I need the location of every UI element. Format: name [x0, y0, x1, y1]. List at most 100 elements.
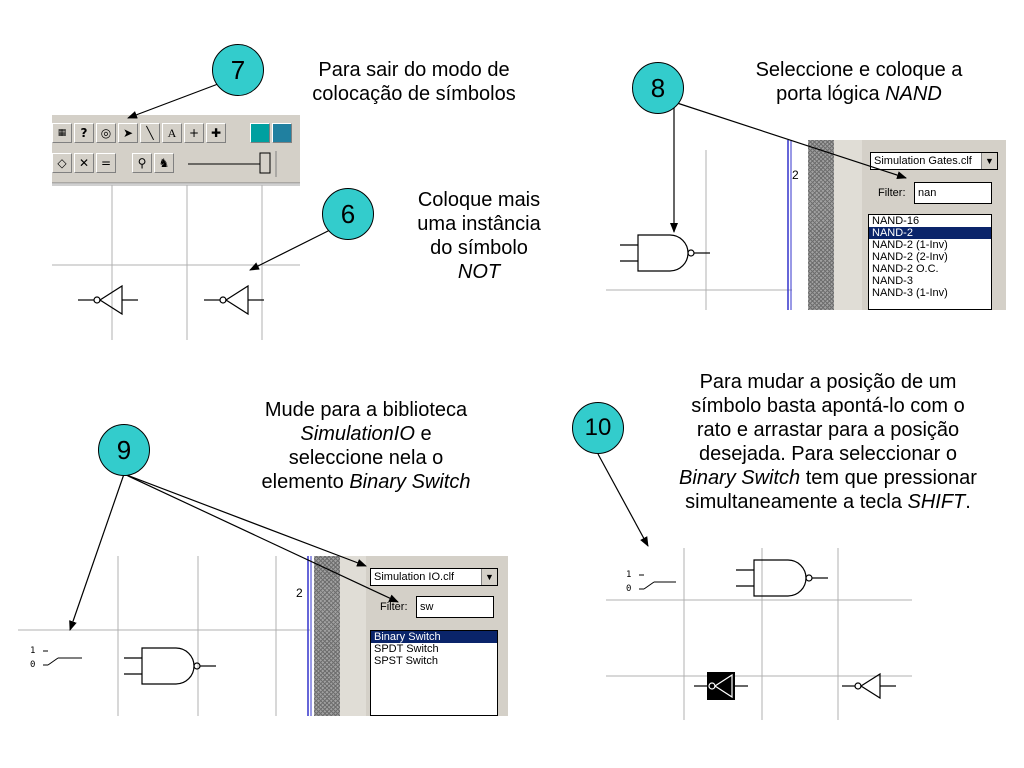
nand-gate	[736, 559, 828, 597]
chevron-down-icon[interactable]: ▼	[981, 153, 997, 169]
not-gate-selected[interactable]	[690, 670, 770, 710]
caption-text: elemento	[261, 471, 350, 493]
pointer-icon[interactable]: ➤	[118, 123, 138, 143]
caption-line: Coloque mais	[417, 189, 541, 211]
caption-line: seleccione nela o	[288, 447, 444, 469]
library-select-value: Simulation Gates.clf	[874, 155, 972, 167]
binary-switch	[639, 574, 676, 590]
sheet-number: 2	[792, 168, 799, 182]
symbol-list[interactable]: Binary Switch SPDT Switch SPST Switch	[370, 630, 498, 716]
caption-text: simultaneamente a tecla	[685, 491, 908, 513]
library-pane	[834, 140, 862, 310]
chevron-down-icon[interactable]: ▼	[481, 569, 497, 585]
step-8-caption: Seleccione e coloque a porta lógica NAND	[726, 58, 992, 106]
caption-emphasis: NAND	[885, 83, 942, 105]
list-item-selected[interactable]: NAND-2	[869, 227, 991, 239]
caption-emphasis: Binary Switch	[349, 471, 471, 493]
library-select[interactable]: Simulation Gates.clf ▼	[870, 152, 998, 170]
nand-gate	[124, 647, 216, 685]
not-gate	[842, 672, 896, 700]
filter-label: Filter:	[380, 601, 408, 613]
help-button[interactable]: ?	[74, 123, 94, 143]
caption-text: e	[414, 423, 432, 445]
list-item[interactable]: SPST Switch	[374, 655, 438, 667]
step-7-caption: Para sair do modo de colocação de símbol…	[296, 58, 532, 106]
step-badge-10: 10	[572, 402, 624, 454]
arrow-10	[597, 453, 649, 547]
caption-emphasis: SimulationIO	[300, 423, 415, 445]
toolbar-grid	[52, 115, 300, 340]
caption-line: Para sair do modo de	[318, 59, 510, 81]
bold-plus-button[interactable]: ✚	[206, 123, 226, 143]
wire-tool-icon[interactable]: ╲	[140, 123, 160, 143]
hatch-strip	[808, 140, 834, 310]
step-6-caption: Coloque mais uma instância do símbolo NO…	[396, 188, 562, 284]
text-tool-button[interactable]: A	[162, 123, 182, 143]
walk-icon[interactable]: ♞	[154, 153, 174, 173]
list-item-selected[interactable]: Binary Switch	[371, 631, 497, 643]
list-item[interactable]: NAND-16	[872, 215, 920, 227]
list-item[interactable]: NAND-3	[872, 275, 913, 287]
list-item[interactable]: NAND-2 O.C.	[872, 263, 939, 275]
list-item[interactable]: SPDT Switch	[374, 643, 439, 655]
step-9-caption: Mude para a biblioteca SimulationIO e se…	[228, 398, 504, 494]
library-select-value: Simulation IO.clf	[374, 571, 455, 583]
nand-gate	[620, 234, 710, 272]
caption-emphasis: SHIFT	[907, 491, 966, 513]
io-library-panel: 2 Simulation IO.clf ▼ Filter: sw Binary …	[18, 556, 508, 716]
caption-line: do símbolo	[430, 237, 528, 259]
caption-line: simultaneamente a tecla SHIFT.	[648, 490, 1008, 514]
caption-line: símbolo basta apontá-lo com o	[691, 395, 965, 417]
caption-line: elemento Binary Switch	[228, 470, 504, 494]
image2-icon[interactable]	[272, 123, 292, 143]
step-badge-6: 6	[322, 188, 374, 240]
list-item[interactable]: NAND-2 (2-Inv)	[872, 251, 948, 263]
nand-library-panel: 2 Simulation Gates.clf ▼ Filter: nan NAN…	[606, 140, 1006, 310]
caption-text: porta lógica	[776, 83, 886, 105]
arrow-7	[127, 83, 219, 119]
filter-label: Filter:	[878, 187, 906, 199]
hatch-strip	[314, 556, 340, 716]
list-item[interactable]: NAND-3 (1-Inv)	[872, 287, 948, 299]
switch-zero-label: 0	[626, 584, 632, 594]
library-select[interactable]: Simulation IO.clf ▼	[370, 568, 498, 586]
caption-line: SimulationIO e	[228, 422, 504, 446]
table-icon[interactable]: ▦	[52, 123, 72, 143]
caption-line: desejada. Para seleccionar o	[699, 443, 957, 465]
circuit-grid	[606, 548, 912, 720]
sheet-number: 2	[296, 586, 303, 600]
switch-one-label: 1	[30, 646, 36, 656]
caption-text: .	[965, 491, 971, 513]
step-badge-9: 9	[98, 424, 150, 476]
caption-line: Binary Switch tem que pressionar	[648, 466, 1008, 490]
filter-input[interactable]: nan	[914, 182, 992, 204]
toolbar-panel: ▦ ? ◎ ➤ ╲ A + ✚ ◇ ✕ = ⚲ ♞	[52, 115, 300, 340]
binary-switch	[43, 650, 82, 666]
step-badge-7: 7	[212, 44, 264, 96]
image-icon[interactable]	[250, 123, 270, 143]
list-item[interactable]: NAND-2 (1-Inv)	[872, 239, 948, 251]
diamond-button[interactable]: ◇	[52, 153, 72, 173]
caption-line: NOT	[396, 260, 562, 284]
caption-line: Seleccione e coloque a	[755, 59, 963, 81]
junction-button[interactable]: +	[184, 123, 204, 143]
run-icon[interactable]: ⚲	[132, 153, 152, 173]
switch-zero-label: 0	[30, 660, 36, 670]
zoom-help-icon[interactable]: ◎	[96, 123, 116, 143]
caption-emphasis: Binary Switch	[679, 467, 801, 489]
caption-text: tem que pressionar	[800, 467, 977, 489]
caption-line: colocação de símbolos	[312, 83, 516, 105]
cross-button[interactable]: ✕	[74, 153, 94, 173]
switch-one-label: 1	[626, 570, 632, 580]
caption-emphasis: NOT	[457, 261, 501, 283]
filter-input[interactable]: sw	[416, 596, 494, 618]
step-10-caption: Para mudar a posição de um símbolo basta…	[648, 370, 1008, 514]
symbol-list[interactable]: NAND-16 NAND-2 NAND-2 (1-Inv) NAND-2 (2-…	[868, 214, 992, 310]
equal-button[interactable]: =	[96, 153, 116, 173]
caption-line: Para mudar a posição de um	[699, 371, 957, 393]
caption-line: Mude para a biblioteca	[264, 399, 468, 421]
caption-line: rato e arrastar para a posição	[696, 419, 960, 441]
caption-line: porta lógica NAND	[726, 82, 992, 106]
circuit-panel: 1 0	[606, 548, 912, 720]
caption-line: uma instância	[417, 213, 541, 235]
